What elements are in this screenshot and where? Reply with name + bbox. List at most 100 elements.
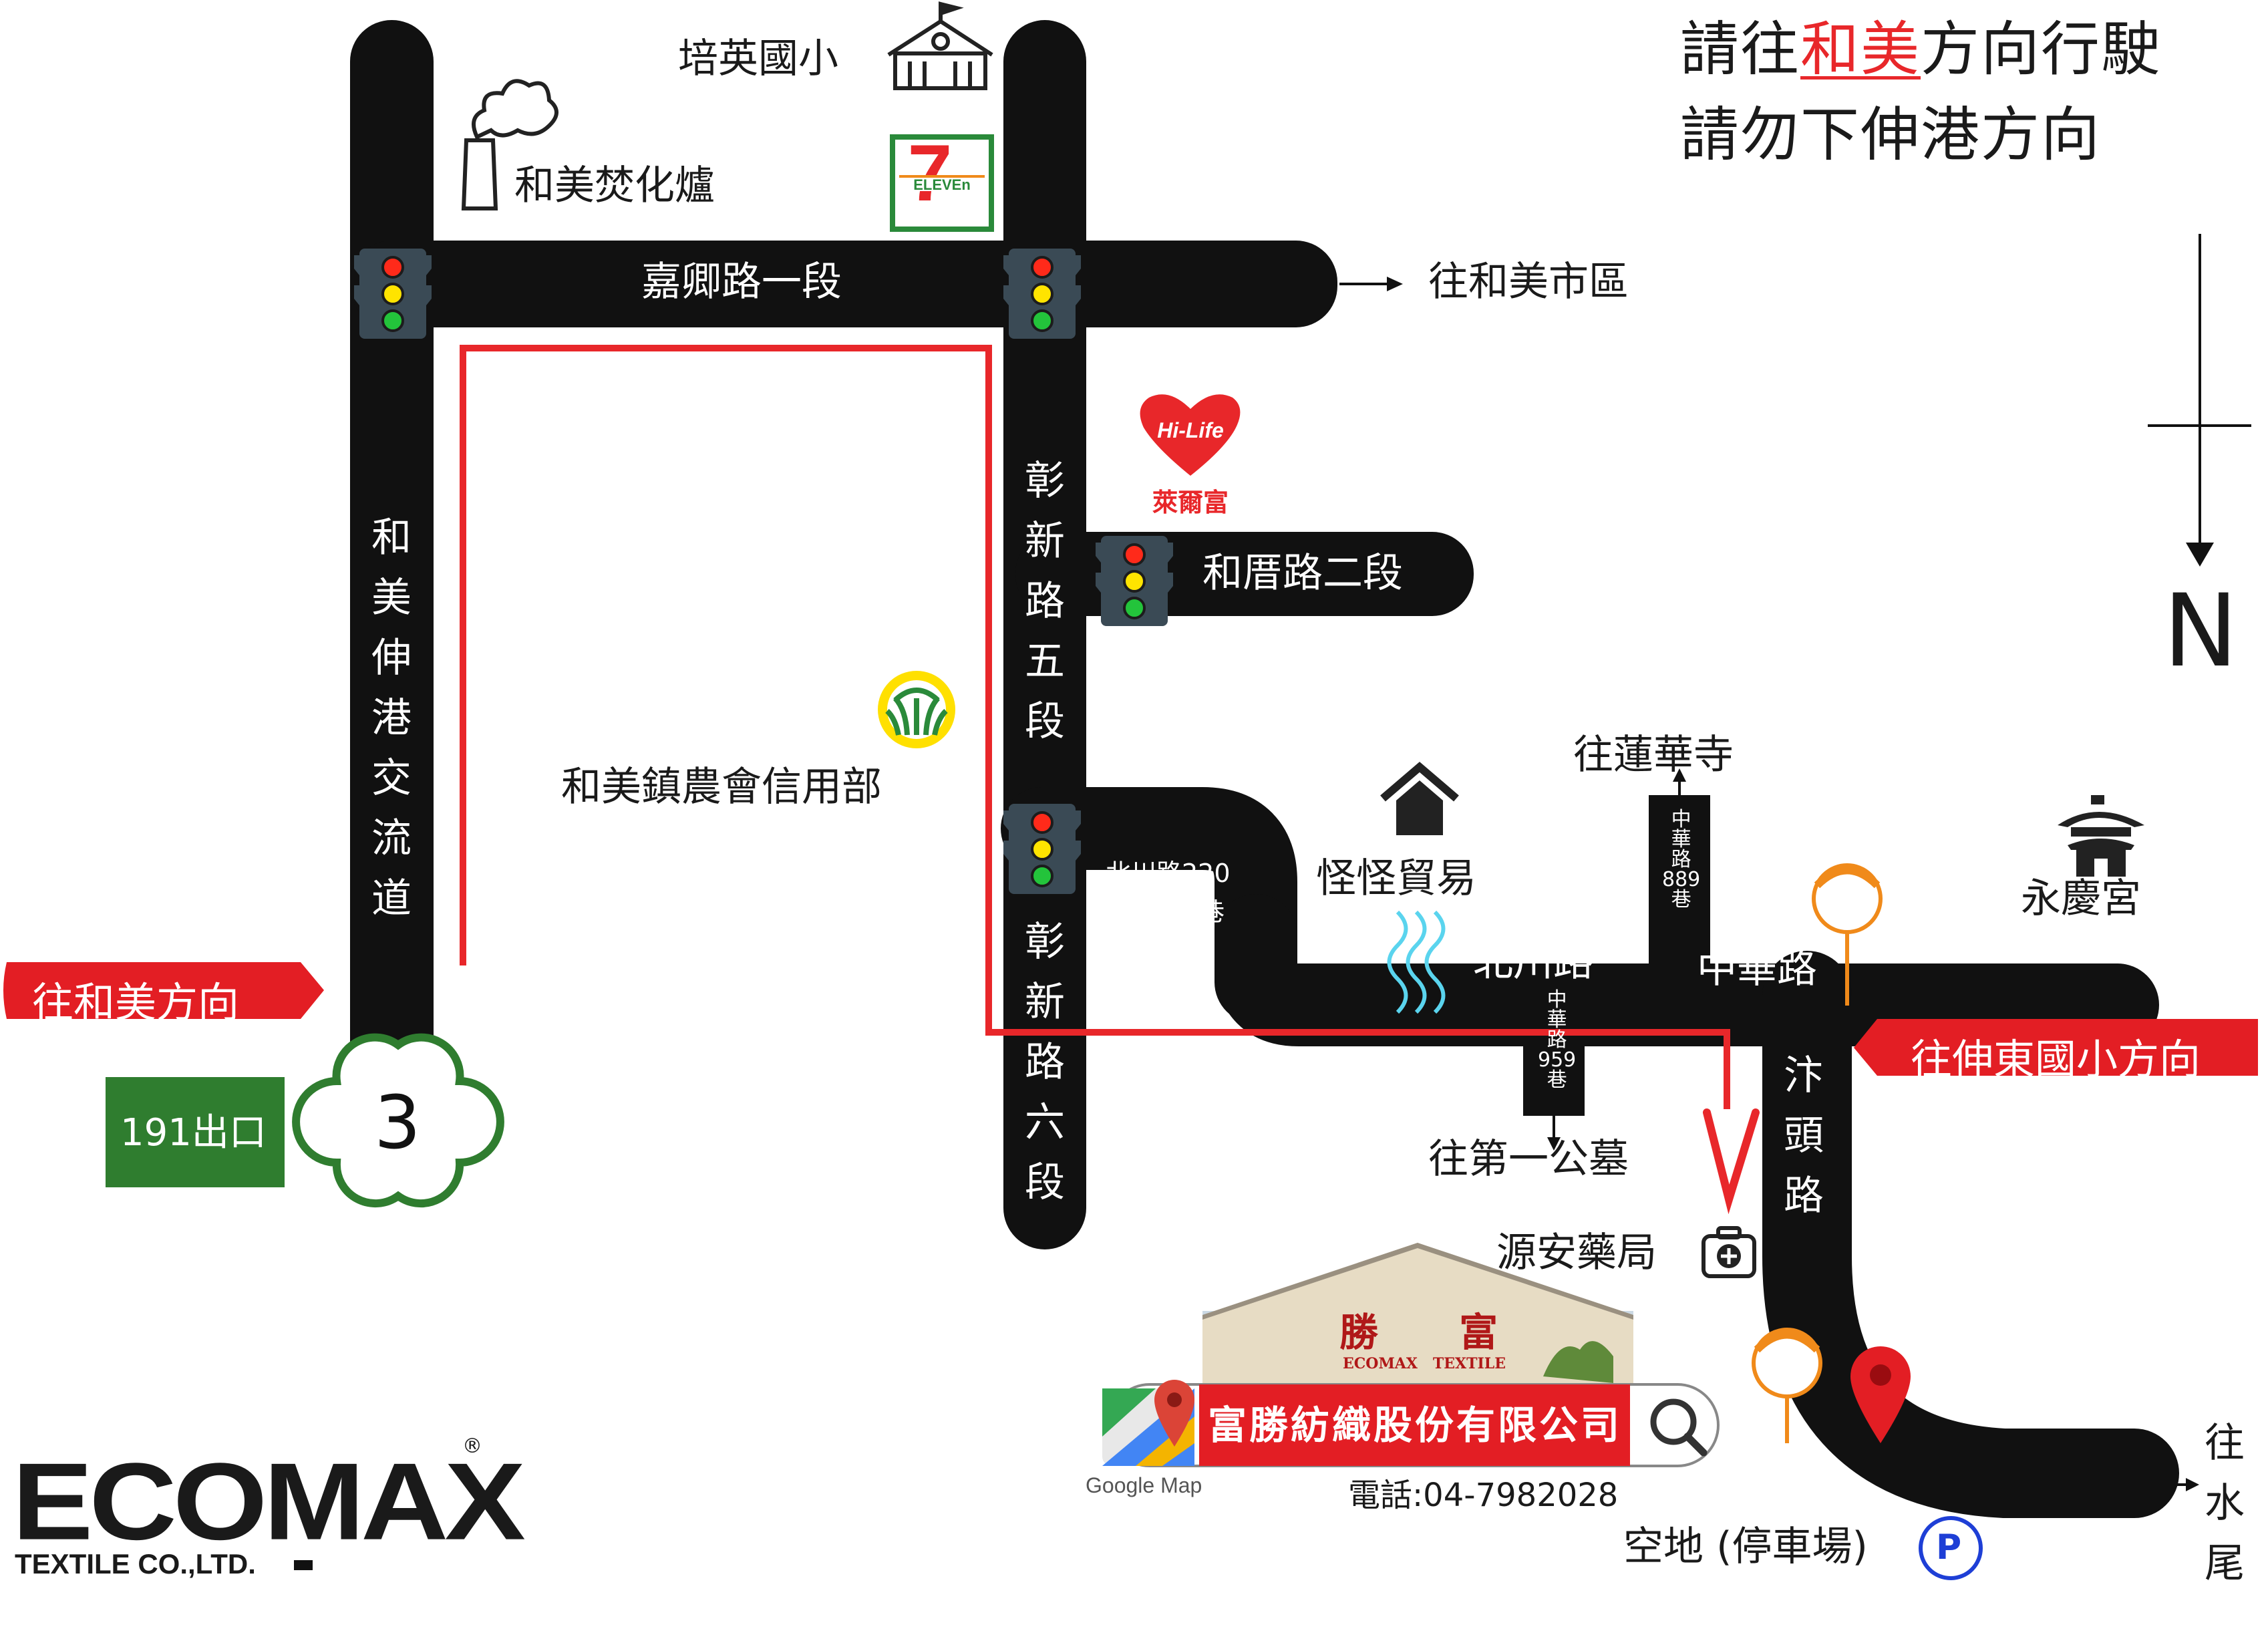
school-icon — [887, 1, 993, 90]
water-waves-icon — [1387, 910, 1446, 1014]
road-char: 巷 — [1671, 888, 1691, 911]
road-char: 新 — [1025, 979, 1065, 1026]
tag-to-shendong-bg — [1854, 1019, 2258, 1076]
road-char: 華 — [1547, 1008, 1567, 1032]
orange-location-pin — [1812, 863, 1883, 1006]
shuiwei-char: 往 — [2205, 1420, 2245, 1467]
road-zhonghua-959 — [1523, 976, 1585, 1116]
factory-chimney-icon — [461, 79, 558, 210]
notice-post: 方向行駛 — [1921, 15, 2162, 84]
label-to-lianhua: 往蓮華寺 — [1573, 732, 1734, 778]
traffic-signal-icon — [1002, 802, 1082, 895]
road-beichuan-lane — [1001, 787, 1297, 1024]
route-shield-icon — [292, 1033, 504, 1208]
hilife-text: Hi-Life — [1157, 418, 1224, 442]
seven-text: ELEVEn — [913, 176, 971, 193]
arrow-right-icon — [2164, 1478, 2199, 1491]
road-char: 港 — [371, 695, 412, 742]
road-label-hecuo: 和厝路二段 — [1202, 550, 1403, 597]
label-to-cemetery: 往第一公墓 — [1428, 1136, 1629, 1183]
notice-pre: 請往 — [1680, 15, 1801, 84]
parking-letter: P — [1936, 1527, 1962, 1568]
hilife-name: 萊爾富 — [1152, 488, 1229, 517]
route-arrowhead — [1703, 1108, 1760, 1215]
label-parking: 空地 (停車場) — [1623, 1523, 1868, 1570]
arrow-down-icon — [1547, 1114, 1561, 1151]
temple-icon — [2058, 795, 2144, 877]
road-char: 汴 — [1784, 1052, 1824, 1099]
road-char: 彰 — [1025, 458, 1065, 504]
search-icon — [1650, 1396, 1717, 1463]
road-label-zhonghua: 中華路 — [1697, 945, 1817, 992]
pharmacy-kit-icon — [1702, 1226, 1756, 1278]
seven-number: 7 — [908, 128, 953, 218]
road-label-beichuan: 北川路 — [1473, 939, 1593, 986]
road-bantou — [1762, 951, 2179, 1518]
label-guaiguai: 怪怪貿易 — [1316, 855, 1476, 902]
compass-arrow-icon — [2148, 234, 2251, 567]
search-bar — [1108, 1383, 1720, 1467]
road-jiaqing — [350, 241, 1337, 327]
traffic-signal-icon — [1002, 247, 1082, 340]
label-incinerator: 和美焚化爐 — [514, 162, 715, 209]
arrow-right-icon — [1339, 277, 1403, 291]
road-char: 彰 — [1025, 919, 1065, 965]
road-char: 五 — [1025, 638, 1065, 685]
seven-eleven-logo: 7 ELEVEn — [890, 128, 994, 232]
road-char: 889 — [1662, 868, 1701, 891]
building-sign-en: ECOMAX TEXTILE — [1343, 1355, 1506, 1372]
ecomax-reg: ® — [462, 1435, 482, 1458]
company-search-name: 富勝紡織股份有限公司 — [1208, 1402, 1623, 1448]
road-char: 中 — [1671, 808, 1691, 831]
building-sign-cn: 勝 富 — [1339, 1310, 1498, 1355]
label-school: 培英國小 — [678, 35, 838, 82]
traffic-signal-icon — [353, 247, 433, 340]
google-maps-icon — [1102, 1380, 1194, 1466]
ecomax-subtitle: TEXTILE CO.,LTD. — [15, 1548, 256, 1580]
road-char: 959 — [1538, 1048, 1577, 1072]
company-phone: 電話:04-7982028 — [1348, 1477, 1619, 1514]
road-char: 路 — [1784, 1173, 1824, 1219]
road-label-zhangxin-6: 彰 新 路 六 段 — [1025, 912, 1065, 1213]
road-char: 伸 — [371, 635, 412, 682]
label-yongqing: 永慶宮 — [2021, 875, 2141, 922]
road-char: 華 — [1671, 828, 1691, 851]
parking-icon — [1919, 1516, 1983, 1580]
road-char: 新 — [1025, 518, 1065, 565]
label-to-shuiwei: 往 水 尾 — [2205, 1413, 2245, 1594]
road-beichuan-zhonghua — [1214, 894, 2159, 1046]
road-label-bantou: 汴 頭 路 — [1784, 1046, 1824, 1226]
exit-label: 191出口 — [120, 1111, 267, 1155]
google-map-label: Google Map — [1086, 1473, 1202, 1497]
road-char: 頭 — [1784, 1112, 1824, 1159]
road-label-beichuan-lane-2: 巷 — [1199, 897, 1225, 927]
road-char: 美 — [371, 575, 412, 621]
road-char: 流 — [371, 815, 412, 862]
hilife-logo: Hi-Life 萊爾富 — [1140, 394, 1241, 517]
road-zhonghua-889 — [1649, 795, 1710, 1016]
road-char: 路 — [1547, 1028, 1567, 1052]
road-label-jiaqing: 嘉卿路一段 — [641, 259, 842, 305]
road-char: 段 — [1025, 1159, 1065, 1206]
label-to-hemei-city: 往和美市區 — [1428, 259, 1629, 305]
route-number: 3 — [374, 1080, 421, 1165]
road-label-zhonghua-889: 中 華 路 889 巷 — [1662, 810, 1700, 910]
traffic-signal-icon — [1094, 535, 1174, 627]
road-char: 路 — [1025, 578, 1065, 625]
road-char: 巷 — [1547, 1068, 1567, 1092]
arrow-up-icon — [1673, 768, 1686, 795]
roads — [350, 20, 2179, 1518]
road-char: 路 — [1025, 1039, 1065, 1086]
label-farmers-bank: 和美鎮農會信用部 — [561, 764, 882, 810]
farmers-bank-logo — [878, 671, 955, 748]
label-pharmacy: 源安藥局 — [1496, 1229, 1657, 1276]
road-label-beichuan-lane: 北川路220 — [1106, 859, 1231, 888]
road-char: 段 — [1025, 698, 1065, 745]
tag-to-shendong: 往伸東國小方向 — [1911, 1035, 2201, 1084]
notice-line-2: 請勿下伸港方向 — [1680, 100, 2102, 169]
house-icon — [1380, 762, 1459, 835]
shuiwei-char: 尾 — [2205, 1540, 2245, 1587]
road-char: 交 — [371, 755, 412, 802]
tag-to-hemei: 往和美方向 — [32, 978, 240, 1027]
